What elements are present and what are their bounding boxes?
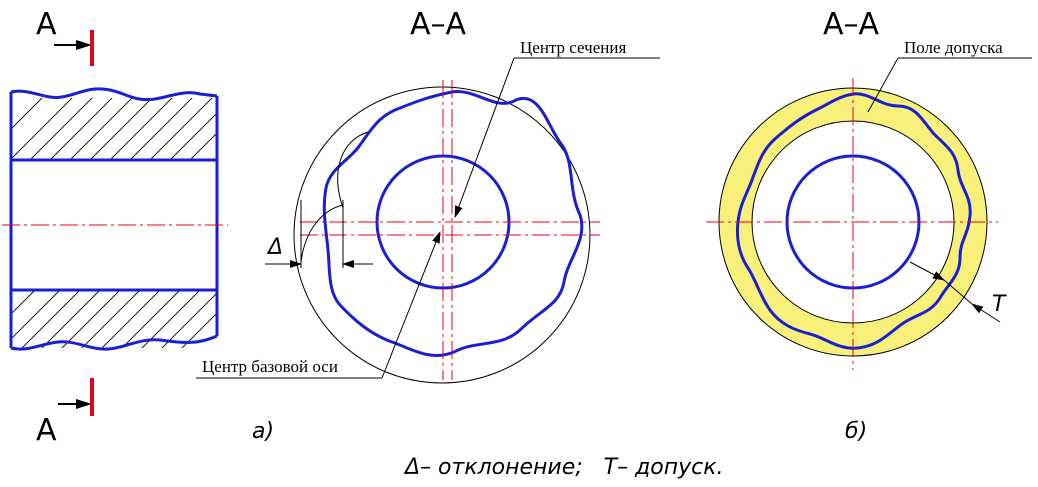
real-profile-b [736, 92, 972, 350]
tolerance-symbol: T [992, 292, 1007, 317]
view-b-title: A–A [823, 7, 880, 42]
section-view-a: A–A Центр сечения Центр базовой оси [196, 7, 660, 444]
caption-a: а) [252, 419, 274, 444]
leader-tolerance-field: Поле допуска [867, 38, 1032, 113]
leader-section-center: Центр сечения [454, 38, 660, 218]
real-profile [322, 90, 584, 357]
section-view-b: A–A Поле допуска T б) [706, 7, 1032, 444]
label-section-center: Центр сечения [520, 38, 626, 57]
deviation-symbol: Δ [266, 235, 283, 260]
caption-b: б) [845, 419, 867, 444]
part-outline [9, 87, 219, 351]
deviation-dimension: Δ [265, 131, 373, 268]
part-wall-top-hatched [11, 98, 217, 160]
section-marker-top: A [36, 7, 94, 66]
legend-text: Δ– отклонение; Т– допуск. [403, 455, 724, 480]
view-a-title: A–A [410, 7, 467, 42]
section-letter-top: A [36, 7, 57, 42]
part-wall-bottom-hatched [11, 290, 217, 348]
section-letter-bottom: A [36, 413, 57, 448]
section-marker-bottom: A [36, 378, 94, 448]
tolerance-dimension: T [909, 261, 1007, 323]
label-base-axis-center: Центр базовой оси [202, 357, 338, 376]
side-view: A A [2, 7, 228, 448]
leader-base-axis-center: Центр базовой оси [196, 231, 441, 379]
label-tolerance-field: Поле допуска [904, 38, 1003, 57]
